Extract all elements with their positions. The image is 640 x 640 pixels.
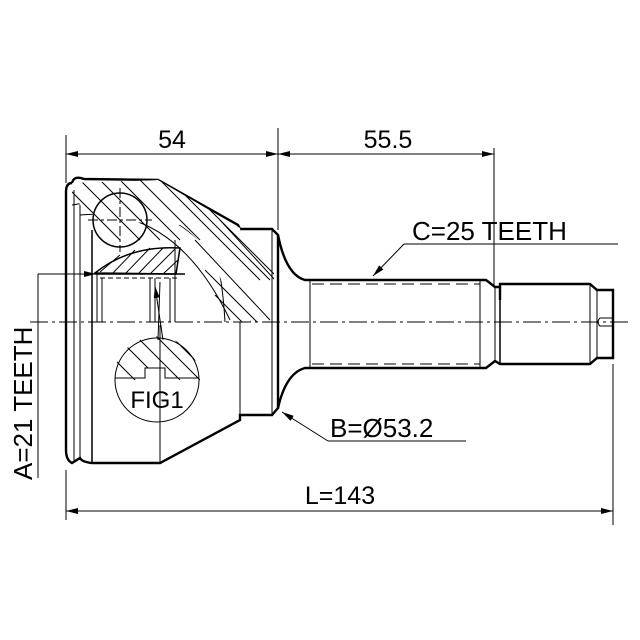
ball bbox=[88, 188, 152, 252]
inner-spline-label: A=21 TEETH bbox=[8, 327, 38, 480]
outer-diameter-label: B=Ø53.2 bbox=[330, 413, 433, 443]
callout-inner-spline: A=21 TEETH bbox=[8, 271, 96, 520]
fig1-detail: FIG1 bbox=[113, 281, 200, 423]
dimension-total-length: L=143 bbox=[66, 364, 614, 525]
dimension-55-5-label: 55.5 bbox=[364, 126, 413, 154]
callout-outer-diameter: B=Ø53.2 bbox=[281, 411, 466, 443]
shaft-spline-label: C=25 TEETH bbox=[412, 216, 567, 246]
inner-race bbox=[92, 246, 185, 322]
total-length-label: L=143 bbox=[305, 482, 375, 510]
fig1-label: FIG1 bbox=[130, 387, 183, 414]
callout-shaft-spline: C=25 TEETH bbox=[372, 216, 618, 277]
splined-shaft bbox=[276, 234, 615, 409]
bell-section-hatch bbox=[72, 180, 274, 322]
dimension-54-label: 54 bbox=[158, 126, 186, 154]
dimension-54: 54 bbox=[65, 126, 279, 230]
dimension-55-5: 55.5 bbox=[278, 126, 495, 285]
